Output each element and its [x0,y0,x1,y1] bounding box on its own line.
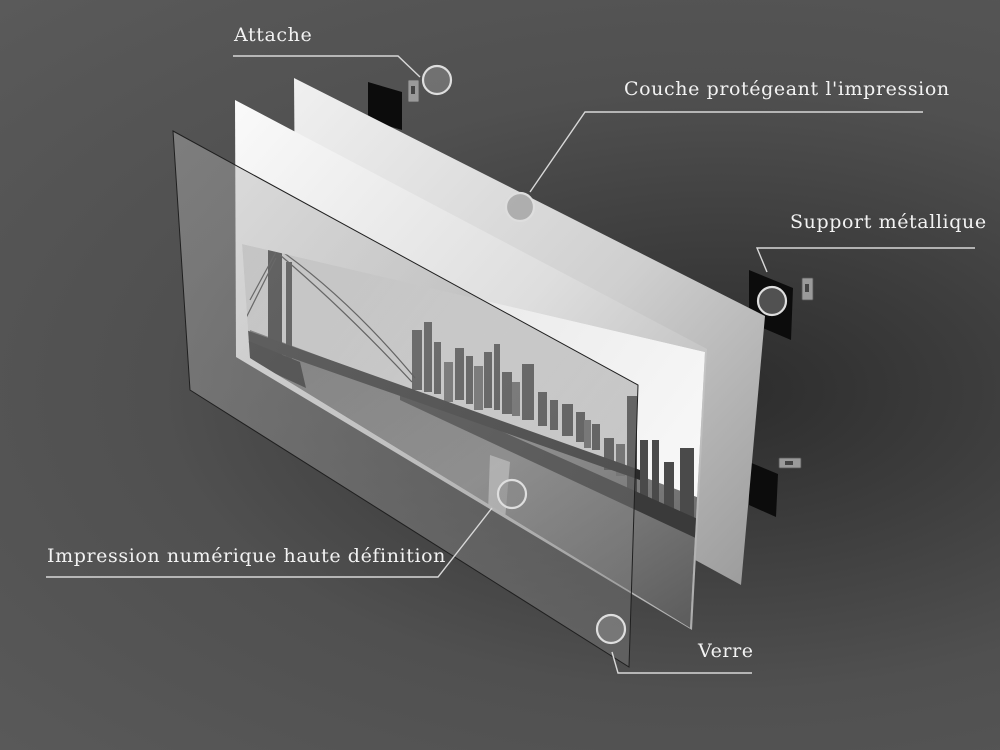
label-metal-support: Support métallique [790,211,987,233]
label-protective-layer: Couche protégeant l'impression [624,78,950,100]
wall-support-plate [368,82,402,130]
leader-line-couche [529,111,923,193]
circle-marker-icon [504,191,536,223]
wall-support-plate [749,462,778,517]
circle-marker-icon [421,64,453,96]
callout-markers [421,64,788,645]
callout-leaders [46,55,975,674]
circle-marker-icon [496,478,528,510]
leader-line-verre [611,651,752,674]
leader-line-attache [233,55,421,78]
metal-clip-icon [801,277,814,301]
leader-line-impression [46,507,493,578]
leader-line-support [755,247,975,273]
label-attache: Attache [233,24,312,46]
label-hd-print: Impression numérique haute définition [47,545,446,567]
metal-clip-icon [778,457,802,469]
circle-marker-icon [595,613,627,645]
circle-marker-icon [756,285,788,317]
callout-labels: Attache Couche protégeant l'impression S… [47,24,987,662]
glass-panel [172,130,639,668]
label-glass: Verre [697,640,754,662]
metal-clip-icon [407,79,420,103]
